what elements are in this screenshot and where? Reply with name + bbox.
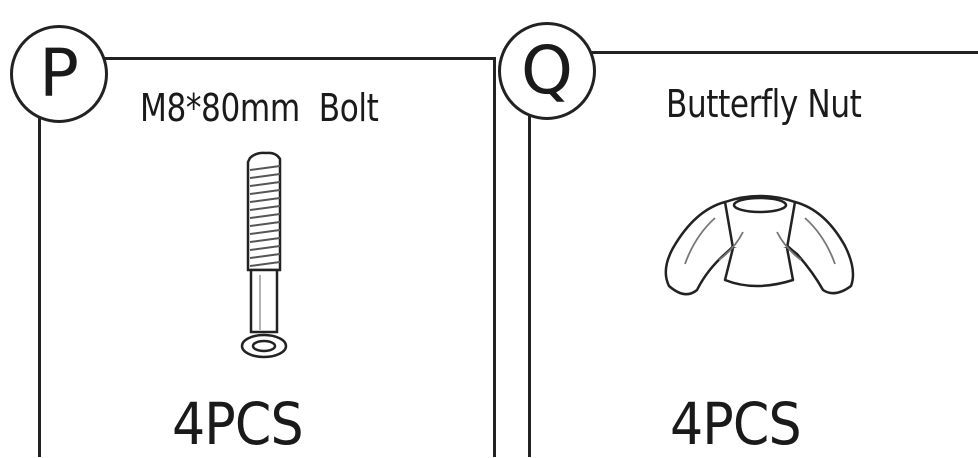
butterfly-nut-icon [664,194,855,296]
part-p-letter: P [39,35,79,112]
part-q-name: Butterfly Nut [666,82,862,126]
part-q-letter: Q [521,32,573,109]
part-p-name: M8*80mm Bolt [140,86,379,130]
part-q-letter-badge: Q [498,22,596,120]
part-p-quantity: 4PCS [172,390,304,458]
bolt-icon [240,151,288,359]
part-q-quantity: 4PCS [670,390,802,458]
part-p-letter-badge: P [10,25,108,123]
